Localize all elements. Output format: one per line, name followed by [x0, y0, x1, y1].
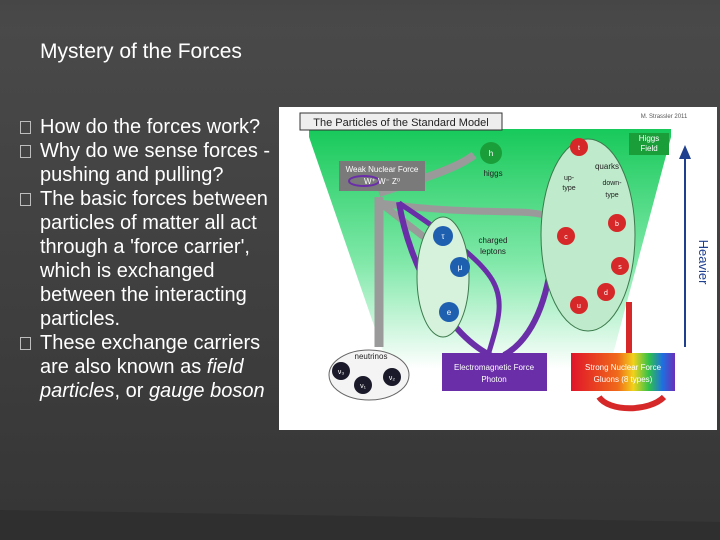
quark-d: [597, 283, 615, 301]
quark-t-symbol: t: [578, 145, 580, 152]
quark-c: [557, 227, 575, 245]
higgs-field-label-2: Field: [640, 144, 657, 153]
lepton-e: [439, 302, 459, 322]
quark-em-path: [502, 276, 552, 358]
strong-force-sub: Gluons (8 types): [594, 375, 653, 384]
quark-s: [611, 257, 629, 275]
lepton-e-symbol: e: [447, 308, 452, 317]
bullet-item: The basic forces between particles of ma…: [20, 187, 282, 331]
down-type-label-1: down-: [602, 180, 622, 187]
em-force-sub: Photon: [481, 375, 506, 384]
weak-to-quark-path: [378, 199, 551, 221]
bullet-list: How do the forces work? Why do we sense …: [20, 115, 282, 403]
bullet-text: Why do we sense forces - pushing and pul…: [40, 140, 271, 186]
leptons-label-1: charged: [479, 236, 508, 245]
bullet-text-part: , or: [114, 380, 149, 402]
quarks-ellipse: [540, 138, 636, 332]
higgs-label: higgs: [483, 169, 502, 178]
weak-force-particles: W⁺ W⁻ Z⁰: [364, 177, 400, 186]
top-shadow: [0, 0, 720, 30]
bullet-item: Why do we sense forces - pushing and pul…: [20, 139, 282, 187]
up-type-label-1: up-: [564, 175, 575, 182]
bullet-item: How do the forces work?: [20, 115, 282, 139]
neutrinos-ellipse: [328, 349, 410, 401]
figure-title: The Particles of the Standard Model: [313, 117, 488, 129]
strong-force-label: Strong Nuclear Force: [585, 363, 662, 372]
standard-model-figure: Higgs Field The Particles of the Standar…: [279, 107, 717, 430]
heavier-label: Heavier: [696, 240, 711, 285]
neutrinos-label: neutrinos: [355, 352, 388, 361]
quark-c-symbol: c: [564, 234, 568, 241]
heavier-arrowhead: [679, 145, 691, 159]
quark-b-symbol: b: [615, 221, 619, 228]
em-force-box: [442, 353, 547, 391]
neutrino-1: [354, 376, 372, 394]
quark-b: [608, 214, 626, 232]
up-type-label-2: type: [562, 185, 575, 192]
neutrino-2: [383, 368, 401, 386]
bottom-band: [0, 510, 720, 540]
quark-u-symbol: u: [577, 303, 581, 310]
weak-force-box: [339, 161, 425, 191]
bullet-box-icon: [20, 121, 31, 134]
neutrino-3: [332, 362, 350, 380]
higgs-field-label-1: Higgs: [639, 134, 659, 143]
lepton-tau-symbol: τ: [441, 232, 445, 241]
bullet-text: How do the forces work?: [40, 116, 261, 138]
lepton-mu: [450, 257, 470, 277]
w-boson-ring: [348, 175, 380, 187]
strong-force-box: [571, 353, 675, 391]
quark-u: [570, 296, 588, 314]
figure-title-box: [299, 112, 503, 131]
bullet-text: The basic forces between particles of ma…: [40, 188, 268, 330]
figure-credit: M. Strassler 2011: [641, 114, 688, 120]
down-type-label-2: type: [605, 192, 618, 199]
bullet-item: These exchange carriers are also known a…: [20, 331, 282, 403]
bullet-text-part-italic: field particles: [40, 356, 244, 402]
lepton-mu-symbol: μ: [458, 263, 463, 272]
quarks-label: quarks: [595, 162, 619, 171]
leptons-label-2: leptons: [480, 247, 506, 256]
bullet-box-icon: [20, 193, 31, 206]
quark-s-symbol: s: [618, 264, 622, 271]
neutrino-3-symbol: ν₃: [338, 369, 345, 376]
slide-title: Mystery of the Forces: [40, 40, 242, 63]
bullet-text-part: These exchange carriers are also known a…: [40, 332, 261, 378]
neutrino-2-symbol: ν₂: [389, 375, 396, 382]
higgs-particle: [480, 142, 502, 164]
em-force-label: Electromagnetic Force: [454, 363, 535, 372]
weak-force-label: Weak Nuclear Force: [346, 165, 419, 174]
higgs-field-box: [629, 133, 669, 155]
lepton-tau: [433, 226, 453, 246]
bullet-box-icon: [20, 337, 31, 350]
bullet-box-icon: [20, 145, 31, 158]
higgs-symbol: h: [489, 149, 493, 158]
bullet-text-part-italic: gauge boson: [148, 380, 265, 402]
quark-d-symbol: d: [604, 290, 608, 297]
strong-loop-path: [596, 394, 667, 412]
quark-t: [570, 138, 588, 156]
neutrino-1-symbol: ν₁: [360, 383, 367, 390]
